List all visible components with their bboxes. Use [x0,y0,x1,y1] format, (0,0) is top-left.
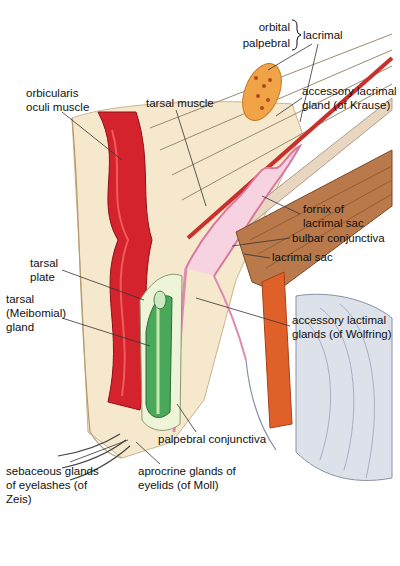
part-label: palpebral [230,36,290,50]
part-label: aprocrine glands of eyelids (of Moll) [138,464,238,492]
leader-line [232,238,290,246]
tarsal-plate [140,274,182,430]
part-label: fornix of lacrimal sac [303,202,373,230]
eyelid-tissue [72,102,302,458]
gland-dot [268,78,272,82]
part-label: orbital [230,20,290,34]
tarsus [140,274,182,430]
gland-acinus [154,291,166,309]
eyelash [58,434,120,456]
bulbar-conjunctiva [214,276,246,360]
leader-line [136,442,160,464]
gland-dot [256,94,260,98]
conjunctival-sac [174,146,300,432]
gland-duct [157,304,160,414]
meibomian-gland [146,296,172,418]
orange-muscle [262,272,292,428]
leader-line [176,110,206,206]
part-label: palpebral conjunctiva [158,432,298,446]
tendon-line [150,34,392,128]
leader-line [62,112,122,160]
eyelid-skin [72,102,302,458]
part-label: sebaceous glands of eyelashes (of Zeis) [6,464,102,506]
leader-line [62,270,144,300]
part-label: tarsal (Meibomial) gland [6,292,70,334]
leader-line [196,298,290,326]
leader-line [262,196,300,214]
leader-line [70,440,128,462]
part-label: lacrimal sac [272,250,352,264]
tendon-line [172,66,392,175]
part-label: bulbar conjunctiva [292,231,400,245]
leader-line [276,98,302,116]
gland-dot [266,98,270,102]
gland-dot [260,106,264,110]
muscle-fibre [250,166,392,268]
part-label: tarsal plate [30,256,70,284]
leader-line [244,254,270,258]
lacrimal-gland [235,58,289,126]
gland-lobe [235,58,289,126]
leader-line [62,318,150,346]
part-label: accessory lacrimal gland (of Krause) [302,84,400,112]
gland-dot [254,76,258,80]
brown-muscle [236,150,392,292]
gland-dot [262,84,266,88]
part-label: orbicularis oculi muscle [26,86,96,114]
part-label: lacrimal [303,28,383,42]
part-label: accessory lactimal glands (of Wolfring) [292,313,398,341]
muscle-fibre [112,130,128,396]
bracket [292,20,301,50]
part-label: tarsal muscle [146,96,236,110]
leader-line [177,404,196,432]
